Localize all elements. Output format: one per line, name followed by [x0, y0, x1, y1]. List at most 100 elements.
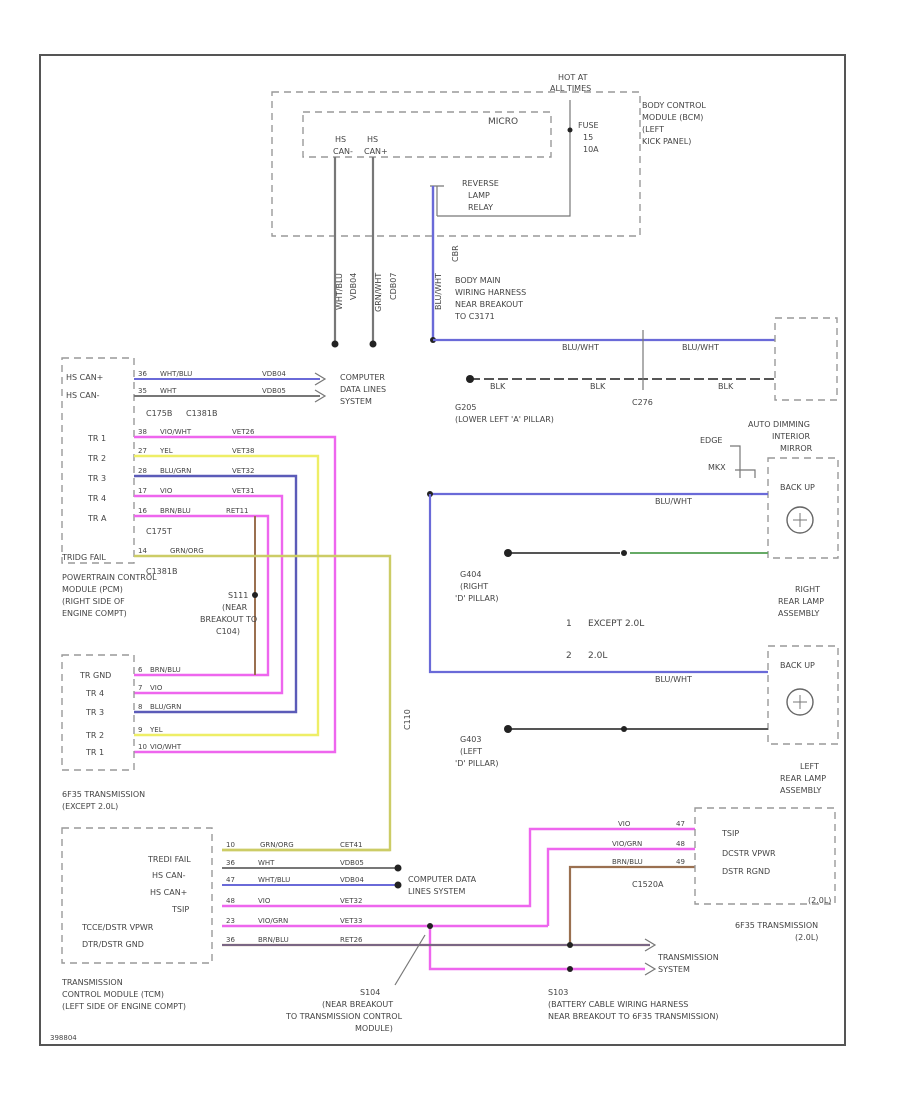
pcm-pin-can-l: HS CAN-	[66, 391, 100, 400]
cdl2-1: COMPUTER DATA	[408, 875, 477, 884]
splice-s103	[567, 942, 573, 948]
pcm-pin-tra: TR A	[87, 514, 107, 523]
mirror-1: AUTO DIMMING	[748, 420, 810, 429]
pcm-c175t: C175T	[146, 527, 172, 536]
s111-1: S111	[228, 591, 248, 600]
tcm-wire-color: WHT	[258, 859, 275, 867]
connector-c270-box	[774, 317, 838, 401]
trans2-wire-color: VIO/GRN	[612, 840, 642, 848]
tcm-title-2: CONTROL MODULE (TCM)	[62, 990, 164, 999]
bcm-hscan-h-2: CAN+	[364, 147, 388, 156]
label-c110: C110	[403, 709, 412, 730]
splice-s104	[427, 923, 433, 929]
pcm-connector-2: C1381B	[186, 409, 217, 418]
pcm-wire-color: GRN/ORG	[170, 547, 204, 555]
legend-num-2: 2	[566, 651, 572, 661]
cdl-1: COMPUTER	[340, 373, 385, 382]
splice-s111	[252, 592, 258, 598]
pcm-pin-tridg: TRIDG FAIL	[61, 553, 106, 562]
trans-pin: TR GND	[79, 671, 111, 680]
trans2-wire-color: BRN/BLU	[612, 858, 643, 866]
trans-sys-2: SYSTEM	[658, 965, 690, 974]
harness-note-2: WIRING HARNESS	[455, 288, 526, 297]
trans2-pin: DCSTR VPWR	[722, 849, 776, 858]
footer-id: 398804	[50, 1034, 77, 1042]
wire-tr4-violet	[134, 494, 284, 695]
trans-wire-color: YEL	[149, 726, 163, 734]
bcm-fuse-1: FUSE	[578, 121, 599, 130]
pcm-wire-color: YEL	[159, 447, 173, 455]
pcm-wire-pin: 38	[138, 428, 147, 436]
pcm-pin-tr4: TR 4	[87, 494, 106, 503]
bcm-title-2: MODULE (BCM)	[642, 113, 703, 122]
trans2-badge: (2.0L)	[808, 896, 831, 905]
trans-wire-color: VIO/WHT	[150, 743, 182, 751]
bcm-fuse-2: 15	[583, 133, 593, 142]
bcm-hscan-h-1: HS	[367, 135, 378, 144]
trans2-connector: C1520A	[632, 880, 664, 889]
s104-leader	[394, 934, 426, 986]
s103-1: S103	[548, 988, 568, 997]
pcm-wire-color: WHT	[160, 387, 177, 395]
backup-lamp-right-1: BACK UP	[780, 483, 815, 492]
tcm-wire-circuit: CET41	[340, 841, 363, 849]
bcm-relay-2: LAMP	[468, 191, 490, 200]
harness-note-4: TO C3171	[454, 312, 495, 321]
splice-dot	[369, 340, 377, 348]
trans-wire-color: VIO	[150, 684, 163, 692]
trans2-pin: DSTR RGND	[722, 867, 770, 876]
bcm-hscan-l-2: CAN-	[333, 147, 353, 156]
splice-dot	[567, 966, 573, 972]
bcm-relay-3: RELAY	[468, 203, 493, 212]
trans2-wire-pin: 49	[676, 858, 685, 866]
g404-2: (RIGHT	[460, 582, 488, 591]
pcm-wire-circuit: VET32	[232, 467, 254, 475]
tcm-wire-pin: 36	[226, 936, 235, 944]
bcm-title-4: KICK PANEL)	[642, 137, 691, 146]
right-rear-3: ASSEMBLY	[778, 609, 819, 618]
pcm-pin-can-h: HS CAN+	[66, 373, 103, 382]
right-rear-2: REAR LAMP	[778, 597, 824, 606]
wire-tr3-blue-green	[134, 474, 298, 714]
label-blu-wht-4: BLU/WHT	[655, 675, 692, 684]
tcm-wire-pin: 36	[226, 859, 235, 867]
g403-3: 'D' PILLAR)	[455, 759, 499, 768]
right-rear-1: RIGHT	[795, 585, 820, 594]
label-blk-1: BLK	[490, 382, 506, 391]
g205-line-2: (LOWER LEFT 'A' PILLAR)	[455, 415, 554, 424]
trans2-wire-pin: 47	[676, 820, 685, 828]
tcm-wire-color: VIO	[258, 897, 271, 905]
wire-tcm-vpwr	[222, 847, 695, 971]
pcm-wire-pin: 35	[138, 387, 147, 395]
pcm-connector: C175B	[146, 409, 172, 418]
pcm-wire-pin: 14	[138, 547, 147, 555]
bulb-icon	[786, 688, 814, 716]
tcm-pin: TSIP	[171, 905, 189, 914]
pcm-title-1: POWERTRAIN CONTROL	[62, 573, 157, 582]
s103-3: NEAR BREAKOUT TO 6F35 TRANSMISSION)	[548, 1012, 719, 1021]
splice-dot	[394, 881, 402, 889]
g404-3: 'D' PILLAR)	[455, 594, 499, 603]
s104-4: MODULE)	[355, 1024, 393, 1033]
tcm-pin: HS CAN-	[152, 871, 186, 880]
tcm-pin: TCCE/DSTR VPWR	[81, 923, 154, 932]
wire-label-w3: CDB07	[389, 273, 398, 300]
trans2-pin: TSIP	[721, 829, 739, 838]
bcm-module: HOT AT ALL TIMES MICRO HS CAN- HS CAN+ F…	[271, 73, 706, 237]
trans-pin: TR 1	[85, 748, 104, 757]
legend-num-1: 1	[566, 619, 572, 629]
tcm-wire-circuit: VET32	[340, 897, 362, 905]
bcm-micro: MICRO	[488, 117, 518, 127]
tcm-wire-color: VIO/GRN	[258, 917, 288, 925]
tcm-wire-pin: 10	[226, 841, 235, 849]
harness-note-1: BODY MAIN	[455, 276, 501, 285]
g205-line-1: G205	[455, 403, 476, 412]
trans-wire-color: BLU/GRN	[150, 703, 181, 711]
bcm-relay-1: REVERSE	[462, 179, 499, 188]
pcm-title-3: (RIGHT SIDE OF	[62, 597, 125, 606]
trans-sys-1: TRANSMISSION	[657, 953, 719, 962]
trans2-wire-pin: 48	[676, 840, 685, 848]
pcm-wire-pin: 28	[138, 467, 147, 475]
g403-1: G403	[460, 735, 481, 744]
